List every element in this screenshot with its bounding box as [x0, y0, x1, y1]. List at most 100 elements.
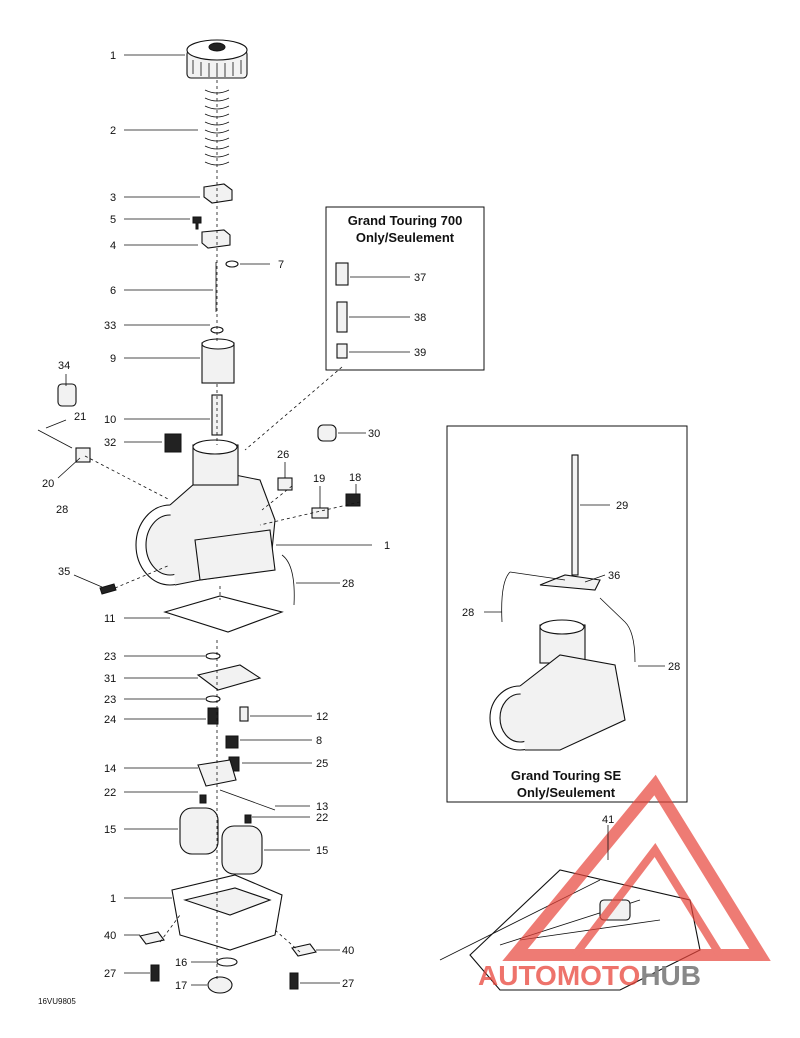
- callout-17: 17: [175, 980, 187, 992]
- callout-6: 6: [110, 285, 116, 297]
- box-gt700-line2: Only/Seulement: [356, 230, 455, 245]
- part-27-screw-a: [150, 964, 160, 982]
- callout-15-a: 15: [104, 824, 116, 836]
- watermark-hub: HUB: [640, 960, 701, 991]
- part-32-cap: [164, 433, 182, 453]
- callout-1-bowl: 1: [110, 893, 116, 905]
- part-34-cap: [57, 383, 77, 407]
- part-35-screw: [99, 583, 117, 595]
- box-gt700-frame: [325, 206, 485, 371]
- callout-1-cap: 1: [110, 50, 116, 62]
- callout-7: 7: [278, 259, 284, 271]
- callout-20: 20: [42, 478, 54, 490]
- callout-22-b: 22: [316, 812, 328, 824]
- callout-25: 25: [316, 758, 328, 770]
- callout-3: 3: [110, 192, 116, 204]
- watermark-text: AUTOMOTOHUB: [478, 960, 701, 991]
- part-12-jet: [239, 706, 249, 722]
- part-15-float-b: [221, 825, 263, 875]
- part-17-drain-plug: [207, 976, 233, 994]
- callout-28-se-left: 28: [462, 607, 474, 619]
- callout-34: 34: [58, 360, 70, 372]
- part-15-float-a: [179, 807, 219, 855]
- part-23-o-ring-a: [205, 652, 221, 660]
- part-18-screw: [345, 493, 361, 507]
- callout-27-a: 27: [104, 968, 116, 980]
- leader-lines: [45, 54, 665, 986]
- part-28-hose: [281, 554, 295, 606]
- gtse-carburetor: [489, 454, 636, 751]
- part-19-spring: [311, 507, 329, 519]
- part-40-bracket-a: [139, 931, 165, 945]
- callout-28-hose: 28: [342, 578, 354, 590]
- callout-31: 31: [104, 673, 116, 685]
- callout-1-body: 1: [384, 540, 390, 552]
- callout-26: 26: [277, 449, 289, 461]
- part-5-screw: [192, 216, 202, 230]
- callout-32: 32: [104, 437, 116, 449]
- callout-27-b: 27: [342, 978, 354, 990]
- box-gtse-line2: Only/Seulement: [517, 785, 616, 800]
- reference-code: 16VU9805: [38, 997, 76, 1006]
- callout-28-left: 28: [56, 504, 68, 516]
- callout-41: 41: [602, 814, 614, 826]
- part-3-clip: [203, 183, 233, 204]
- watermark-moto: MOTO: [557, 960, 640, 991]
- callout-2: 2: [110, 125, 116, 137]
- callout-30: 30: [368, 428, 380, 440]
- part-21-screw: [37, 429, 73, 449]
- part-22-screw-b: [244, 814, 252, 824]
- part-40-bracket-b: [291, 943, 317, 957]
- callout-37: 37: [414, 272, 426, 284]
- callout-9: 9: [110, 353, 116, 365]
- callout-38: 38: [414, 312, 426, 324]
- callout-39: 39: [414, 347, 426, 359]
- part-13-pin: [219, 789, 276, 811]
- callout-14: 14: [104, 763, 116, 775]
- part-1-float-bowl: [171, 874, 283, 951]
- part-8-main-jet: [225, 735, 239, 749]
- part-16-o-ring: [216, 957, 238, 967]
- callout-28-se-right: 28: [668, 661, 680, 673]
- callout-35: 35: [58, 566, 70, 578]
- callout-33: 33: [104, 320, 116, 332]
- callout-15-b: 15: [316, 845, 328, 857]
- part-26-fitting: [277, 477, 293, 491]
- box-gtse-line1: Grand Touring SE: [511, 768, 622, 783]
- callout-11: 11: [104, 613, 115, 625]
- callout-23-a: 23: [104, 651, 116, 663]
- box-gtse-frame: [446, 425, 688, 803]
- callout-36: 36: [608, 570, 620, 582]
- callout-23-b: 23: [104, 694, 116, 706]
- part-38-spring: [336, 301, 348, 333]
- part-22-screw-a: [199, 794, 207, 804]
- part-31-plate: [196, 664, 262, 691]
- callout-12: 12: [316, 711, 328, 723]
- part-23-o-ring-b: [205, 695, 221, 703]
- box-gt700-line1: Grand Touring 700: [348, 213, 463, 228]
- callout-21: 21: [74, 411, 86, 423]
- callout-40-a: 40: [104, 930, 116, 942]
- callout-24: 24: [104, 714, 116, 726]
- part-9-slide: [201, 338, 235, 384]
- part-37-fitting: [335, 262, 349, 286]
- watermark-logo: [502, 774, 771, 961]
- part-7-e-clip: [225, 260, 239, 268]
- callout-8: 8: [316, 735, 322, 747]
- callout-18: 18: [349, 472, 361, 484]
- watermark-auto: AUTO: [478, 960, 557, 991]
- callout-13: 13: [316, 801, 328, 813]
- callout-40-b: 40: [342, 945, 354, 957]
- part-39-jet: [336, 343, 348, 359]
- part-1-top-cap: [186, 39, 248, 79]
- part-4-plate: [201, 229, 231, 249]
- part-27-screw-b: [289, 972, 299, 990]
- part-30-plug: [317, 424, 337, 442]
- callout-4: 4: [110, 240, 116, 252]
- assembly-lines: [84, 80, 361, 980]
- callout-5: 5: [110, 214, 116, 226]
- carburetor-body: [135, 439, 276, 586]
- part-24-jet: [207, 707, 219, 725]
- callout-10: 10: [104, 414, 116, 426]
